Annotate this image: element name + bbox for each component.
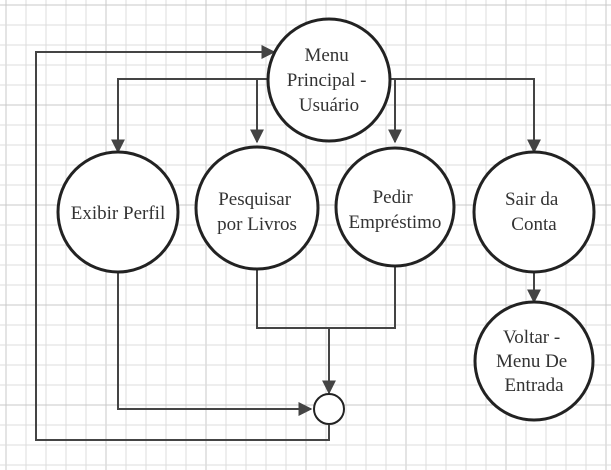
node-menu-principal: Menu Principal - Usuário [266, 17, 392, 143]
node-exibir-perfil: Exibir Perfil [56, 150, 180, 274]
edge-junction-back-to-menu [35, 45, 330, 441]
sair-label: Sair da Conta [505, 189, 563, 235]
pedir-circle [334, 146, 456, 268]
pesquisar-label: Pesquisar por Livros [217, 189, 297, 235]
voltar-circle [473, 300, 595, 422]
edge-menu-to-sair [389, 78, 541, 154]
edge-menu-to-pesquisar [250, 78, 268, 144]
edge-exibir-perfil-to-junction [117, 272, 313, 416]
exibir-perfil-label: Exibir Perfil [71, 203, 165, 224]
exibir-perfil-circle [56, 150, 180, 274]
node-sair-da-conta: Sair da Conta [472, 150, 596, 274]
menu-principal-label: Menu Principal - Usuário [287, 45, 371, 116]
node-pesquisar-livros: Pesquisar por Livros [194, 145, 320, 271]
voltar-label: Voltar - Menu De Entrada [496, 327, 572, 396]
pesquisar-circle [194, 145, 320, 271]
node-voltar-menu-entrada: Voltar - Menu De Entrada [473, 300, 595, 422]
menu-principal-circle [266, 17, 392, 143]
edge-menu-to-exibir-perfil [111, 78, 268, 154]
junction-circle [313, 393, 345, 425]
pedir-label: Pedir Empréstimo [349, 187, 442, 233]
edge-pesquisar-pedir-merge [256, 261, 396, 329]
edges [35, 45, 541, 441]
junction-node [313, 393, 345, 425]
sair-circle [472, 150, 596, 274]
node-pedir-emprestimo: Pedir Empréstimo [334, 146, 456, 268]
